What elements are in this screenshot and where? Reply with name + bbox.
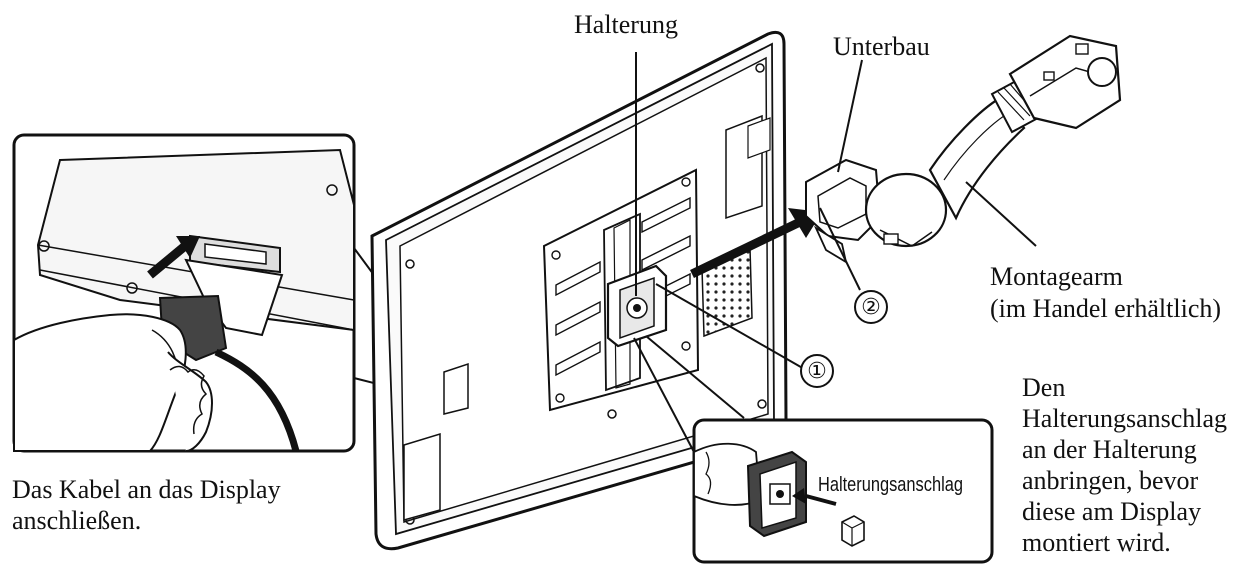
bracket-label: Halterung	[574, 10, 678, 39]
stop-inset-pointer-bottom	[633, 337, 695, 453]
right-caption-line-6: montiert wird.	[1022, 528, 1171, 557]
display-back	[370, 30, 788, 551]
callout-2: ②	[854, 290, 888, 324]
left-caption-line-2: anschließen.	[12, 506, 142, 535]
stop-inset-pointer-top	[645, 335, 745, 419]
mount-arm-label: Montagearm	[990, 262, 1123, 291]
callout-1: ①	[800, 354, 834, 388]
right-caption: Den Halterungsanschlag an der Halterung …	[1022, 372, 1227, 558]
base-label: Unterbau	[833, 32, 930, 61]
right-caption-line-3: an der Halterung	[1022, 435, 1197, 464]
right-caption-line-4: anbringen, bevor	[1022, 466, 1199, 495]
mounting-arrow	[690, 217, 802, 279]
left-caption-line-1: Das Kabel an das Display	[12, 475, 281, 504]
right-caption-line-1: Den	[1022, 373, 1066, 402]
stop-inset	[692, 418, 994, 564]
mount-arm-sublabel: (im Handel erhältlich)	[990, 294, 1222, 323]
cable-inset	[12, 133, 356, 453]
left-caption: Das Kabel an das Display anschließen.	[12, 474, 281, 536]
right-caption-line-5: diese am Display	[1022, 497, 1202, 526]
right-caption-line-2: Halterungsanschlag	[1022, 404, 1228, 433]
bracket-stop-inset-label: Halterungsanschlag	[818, 474, 963, 496]
leader-lines	[635, 52, 1037, 371]
mount-arm	[805, 34, 1122, 264]
